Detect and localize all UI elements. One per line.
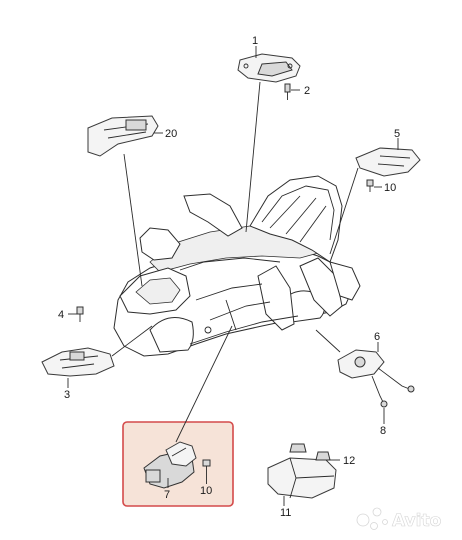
callout-6: 6 [374,331,380,343]
part-7-sensor [143,441,197,489]
car-body [113,175,361,357]
part-10-bolt-box [202,459,211,474]
part-12-nuts [289,443,331,461]
callout-11: 11 [280,507,291,519]
avito-logo-icon [356,507,388,530]
part-6-sensor [337,349,415,408]
callout-4: 4 [58,309,64,321]
part-10-bolt-right [366,179,374,192]
part-20-bracket [87,115,159,157]
part-11-module [267,457,337,499]
part-5-bracket [355,147,421,177]
callout-2: 2 [304,85,310,97]
callout-12: 12 [343,455,355,467]
part-3-bracket [41,347,115,377]
callout-10-box: 10 [200,485,212,497]
part-2-bolt [284,83,291,100]
callout-7: 7 [164,489,170,501]
callout-8: 8 [380,425,386,437]
leader-lines [67,46,399,506]
watermark-text: Avito [392,511,441,531]
callout-1: 1 [252,35,258,47]
callout-5: 5 [394,128,400,140]
callout-20: 20 [165,128,177,140]
avito-watermark: Avito [356,507,442,531]
part-1-module [237,53,301,83]
callout-3: 3 [64,389,70,401]
callout-10-right: 10 [384,182,396,194]
part-4-bolt [76,306,84,322]
